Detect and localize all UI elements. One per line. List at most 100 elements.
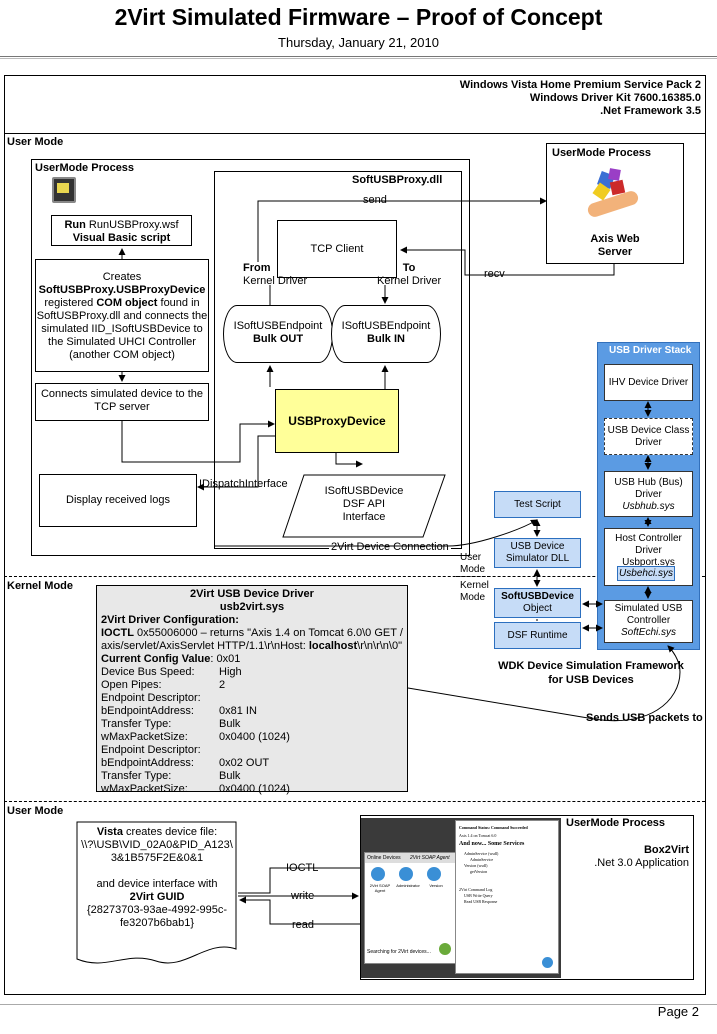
endpoint-bulk-in: ISoftUSBEndpoint Bulk IN [331, 305, 441, 363]
sim-line-2: Controller [626, 615, 671, 626]
vista-device-file-shape [76, 821, 237, 964]
idispatch-label: IDispatchInterface [199, 478, 288, 490]
shot-icon-label-2: Administrator [396, 883, 420, 888]
footer-divider [0, 1004, 717, 1005]
vista-text: Vista creates device file: \\?\USB\VID_0… [78, 826, 236, 930]
vista-guid-1: {28273703-93ae-4992-995c- [86, 904, 228, 916]
shot-icon-label-1: 2Virt SOAP Agent [369, 883, 391, 893]
section-divider-user-bottom [4, 801, 705, 802]
send-label: send [361, 194, 389, 207]
dsf-user-mode-label: User Mode [460, 552, 485, 576]
run-label: Run [64, 219, 86, 231]
descriptor-key: bEndpointAddress: [101, 705, 194, 717]
back-icon [542, 957, 553, 968]
header-divider [0, 56, 717, 57]
to-kernel-text: Kernel Driver [377, 275, 442, 287]
dsf-framework-label: WDK Device Simulation Framework for USB … [486, 659, 696, 687]
creates-line-5: simulated IID_ISoftUSBDevice to [41, 323, 203, 335]
env-os: Windows Vista Home Premium Service Pack … [459, 79, 701, 91]
shot-r8: 2Virt Command Log [459, 887, 493, 892]
screenshot-left-panel: Online Devices 2Virt SOAP Agent 2Virt SO… [364, 852, 458, 964]
display-logs-box: Display received logs [39, 474, 197, 527]
creates-line-7: (another COM object) [69, 349, 175, 361]
agent-icon [371, 867, 385, 881]
test-script-box: Test Script [494, 491, 581, 518]
isoftusb-line-1: ISoftUSBDevice [324, 485, 404, 497]
usb-sim-line-1: USB Device [510, 541, 565, 552]
device-connection-label: 2Virt Device Connection [329, 541, 451, 554]
usb-hub-driver-box: USB Hub (Bus) Driver Usbhub.sys [604, 471, 693, 517]
axis-name-2: Server [597, 246, 633, 258]
sim-line-3: SoftEchi.sys [620, 627, 677, 638]
descriptor-value: 0x81 IN [219, 705, 257, 717]
screenshot-tab: Online Devices [367, 855, 401, 861]
box2virt-process-title: UserMode Process [566, 817, 666, 829]
env-net: .Net Framework 3.5 [600, 105, 701, 117]
dsf-kernel-2: Mode [460, 592, 486, 603]
sim-line-1: Simulated USB [614, 603, 683, 614]
softusb-line-1: SoftUSBDevice [501, 591, 574, 602]
shot-r5: AdminService [470, 857, 494, 862]
descriptor-value: Bulk [219, 718, 241, 730]
box2virt-net: .Net 3.0 Application [594, 857, 689, 869]
script-icon-screen [57, 183, 69, 193]
axis-name-1: Axis Web [590, 233, 640, 245]
descriptor-value: 0x0400 (1024) [219, 731, 290, 743]
usbproxydevice-box: USBProxyDevice [275, 389, 399, 453]
creates-line-3a: registered [44, 297, 97, 309]
descriptor-key: Device Bus Speed: [101, 666, 195, 678]
from-kernel-label: From Kernel Driver [243, 262, 307, 288]
axis-web-server-label: Axis Web Server [546, 233, 684, 259]
usb-sim-line-2: Simulator DLL [505, 553, 570, 564]
dsf-kernel-1: Kernel [460, 580, 489, 591]
section-user-mode-top: User Mode [7, 136, 64, 148]
page-number: Page 2 [657, 1004, 699, 1019]
simulated-usb-controller-box: Simulated USB Controller SoftEchi.sys [604, 600, 693, 643]
shot-r6: Version (wsdl) [464, 863, 488, 868]
descriptor-value: 0x0400 (1024) [219, 783, 290, 795]
isoftusbdevice-text: ISoftUSBDevice DSF API Interface [300, 485, 428, 524]
softusb-line-2: Object [523, 603, 552, 614]
ioctl-arrow-label: IOCTL [284, 862, 321, 875]
driver-config-heading: 2Virt Driver Configuration: [101, 614, 239, 626]
driver-title-1: 2Virt USB Device Driver [190, 588, 314, 600]
device-class-driver-box: USB Device Class Driver [604, 418, 693, 455]
isoftusb-line-2: DSF API [342, 498, 386, 510]
shot-r10: Read USB Response [464, 899, 498, 904]
endpoint-out-line-2: Bulk OUT [252, 333, 304, 345]
write-arrow-label: write [289, 890, 317, 903]
usb2virt-driver-box: 2Virt USB Device Driver usb2virt.sys 2Vi… [96, 585, 408, 795]
shot-r9: USB Write Query [464, 893, 493, 898]
box2virt-screenshot: Online Devices 2Virt SOAP Agent 2Virt SO… [361, 818, 561, 978]
screenshot-right-panel: Command Status: Command Succeeded Axis 1… [455, 820, 559, 974]
vb-label: Visual Basic script [72, 232, 171, 244]
descriptor-key: Endpoint Descriptor: [101, 744, 201, 756]
current-config-value: : 0x01 [210, 653, 241, 665]
ioctl-bold: IOCTL [101, 627, 134, 639]
class-line-1: USB Device Class [607, 425, 690, 436]
box2virt-name: Box2Virt [643, 844, 689, 856]
usb-stack-title: USB Driver Stack [609, 345, 692, 356]
hub-line-3: Usbhub.sys [622, 501, 675, 512]
header-divider-2 [0, 58, 717, 59]
endpoint-out-line-1: ISoftUSBEndpoint [233, 320, 323, 332]
framework-line-1: WDK Device Simulation Framework [498, 660, 684, 672]
environment-info: Windows Vista Home Premium Service Pack … [460, 79, 701, 118]
shot-r1: Command Status: Command Succeeded [459, 825, 528, 830]
shot-r7: getVersion [470, 869, 488, 874]
shot-r4: AdminService (wsdl) [464, 851, 499, 856]
descriptor-value: High [219, 666, 242, 678]
searching-icon [439, 943, 451, 955]
creates-line-4: SoftUSBProxy.dll and connects the [36, 310, 208, 322]
diagram-frame [4, 75, 706, 995]
page-title: 2Virt Simulated Firmware – Proof of Conc… [114, 4, 603, 30]
creates-line-2: SoftUSBProxy.USBProxyDevice [38, 284, 206, 296]
creates-line-3c: found in [157, 297, 200, 309]
run-script-box: Run RunUSBProxy.wsf Visual Basic script [51, 215, 192, 246]
softusbdevice-object-box: SoftUSBDevice Object [494, 588, 581, 618]
axis-server-icon [585, 167, 645, 219]
class-line-2: Driver [635, 437, 662, 448]
ioctl-code: 0x55006000 [134, 627, 201, 639]
endpoint-in-line-1: ISoftUSBEndpoint [341, 320, 431, 332]
creates-line-6: the Simulated UHCI Controller [48, 336, 196, 348]
